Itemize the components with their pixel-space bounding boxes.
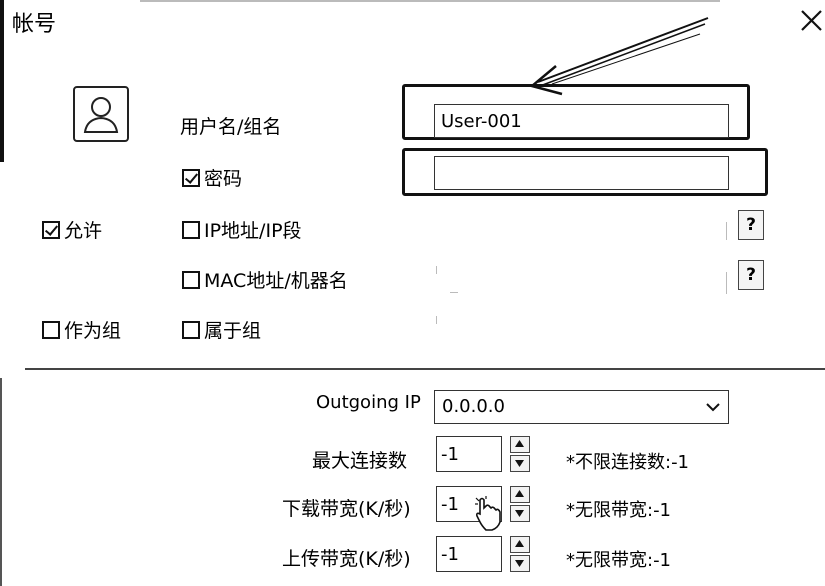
password-highlight-box bbox=[402, 148, 768, 196]
password-label: 密码 bbox=[204, 168, 243, 190]
mac-checkbox-row[interactable]: MAC地址/机器名 bbox=[182, 266, 348, 293]
triangle-down-icon bbox=[515, 560, 524, 567]
group-field-mark bbox=[436, 316, 437, 324]
download-bandwidth-input[interactable] bbox=[436, 486, 502, 522]
mac-help-button[interactable]: ? bbox=[738, 260, 764, 290]
close-button[interactable] bbox=[796, 6, 825, 36]
password-checkbox-row[interactable]: 密码 bbox=[182, 164, 242, 191]
avatar bbox=[73, 86, 129, 142]
max-connections-input[interactable] bbox=[436, 436, 502, 472]
ip-label: IP地址/IP段 bbox=[204, 220, 302, 242]
outgoing-ip-value: 0.0.0.0 bbox=[442, 396, 505, 417]
download-bandwidth-hint: *无限带宽:-1 bbox=[566, 500, 672, 521]
mac-checkbox[interactable] bbox=[182, 270, 200, 289]
ip-checkbox[interactable] bbox=[182, 220, 200, 239]
member-of-checkbox-row[interactable]: 属于组 bbox=[182, 316, 261, 343]
max-connections-hint: *不限连接数:-1 bbox=[566, 452, 690, 473]
download-bandwidth-spin-down-button[interactable] bbox=[510, 505, 530, 522]
as-group-checkbox-row[interactable]: 作为组 bbox=[42, 316, 121, 343]
as-group-label: 作为组 bbox=[64, 320, 122, 342]
ip-field-edge bbox=[726, 222, 727, 240]
triangle-up-icon bbox=[515, 540, 524, 547]
allow-label: 允许 bbox=[64, 220, 103, 242]
max-connections-spin-up-button[interactable] bbox=[510, 436, 530, 453]
upload-bandwidth-spinner bbox=[510, 536, 530, 572]
username-label: 用户名/组名 bbox=[180, 116, 282, 138]
chevron-down-icon bbox=[706, 403, 720, 412]
member-of-label: 属于组 bbox=[204, 320, 262, 342]
download-bandwidth-spin-up-button[interactable] bbox=[510, 486, 530, 503]
allow-checkbox[interactable] bbox=[42, 220, 60, 239]
user-silhouette-icon bbox=[83, 97, 119, 133]
max-connections-spinner bbox=[510, 436, 530, 472]
download-bandwidth-spinner bbox=[510, 486, 530, 522]
section-divider bbox=[25, 368, 825, 370]
username-input[interactable] bbox=[434, 104, 729, 138]
close-icon bbox=[801, 10, 822, 31]
allow-checkbox-row[interactable]: 允许 bbox=[42, 216, 102, 243]
ip-help-button[interactable]: ? bbox=[738, 210, 764, 240]
outgoing-ip-label: Outgoing IP bbox=[316, 392, 421, 413]
mac-field-edge bbox=[726, 272, 727, 294]
outgoing-ip-select[interactable]: 0.0.0.0 bbox=[434, 390, 729, 424]
upload-bandwidth-spin-up-button[interactable] bbox=[510, 536, 530, 553]
mac-field-mark bbox=[436, 266, 437, 274]
password-checkbox[interactable] bbox=[182, 168, 200, 187]
as-group-checkbox[interactable] bbox=[42, 320, 60, 339]
password-input[interactable] bbox=[434, 156, 729, 190]
window-edge-lower bbox=[0, 378, 2, 586]
title-bar-border bbox=[140, 0, 720, 2]
mac-label: MAC地址/机器名 bbox=[204, 270, 348, 292]
ip-checkbox-row[interactable]: IP地址/IP段 bbox=[182, 216, 302, 243]
window-edge bbox=[0, 0, 4, 162]
download-bandwidth-label: 下载带宽(K/秒) bbox=[282, 498, 411, 520]
triangle-up-icon bbox=[515, 440, 524, 447]
dialog-title: 帐号 bbox=[12, 12, 57, 37]
max-connections-spin-down-button[interactable] bbox=[510, 455, 530, 472]
triangle-down-icon bbox=[515, 510, 524, 517]
upload-bandwidth-label: 上传带宽(K/秒) bbox=[282, 548, 411, 570]
triangle-down-icon bbox=[515, 460, 524, 467]
username-highlight-box bbox=[402, 84, 750, 140]
hand-cursor-icon bbox=[475, 496, 501, 531]
triangle-up-icon bbox=[515, 490, 524, 497]
upload-bandwidth-hint: *无限带宽:-1 bbox=[566, 550, 672, 571]
upload-bandwidth-input[interactable] bbox=[436, 536, 502, 572]
mac-field-mark-2 bbox=[450, 292, 458, 293]
max-connections-label: 最大连接数 bbox=[312, 450, 408, 472]
member-of-checkbox[interactable] bbox=[182, 320, 200, 339]
upload-bandwidth-spin-down-button[interactable] bbox=[510, 555, 530, 572]
